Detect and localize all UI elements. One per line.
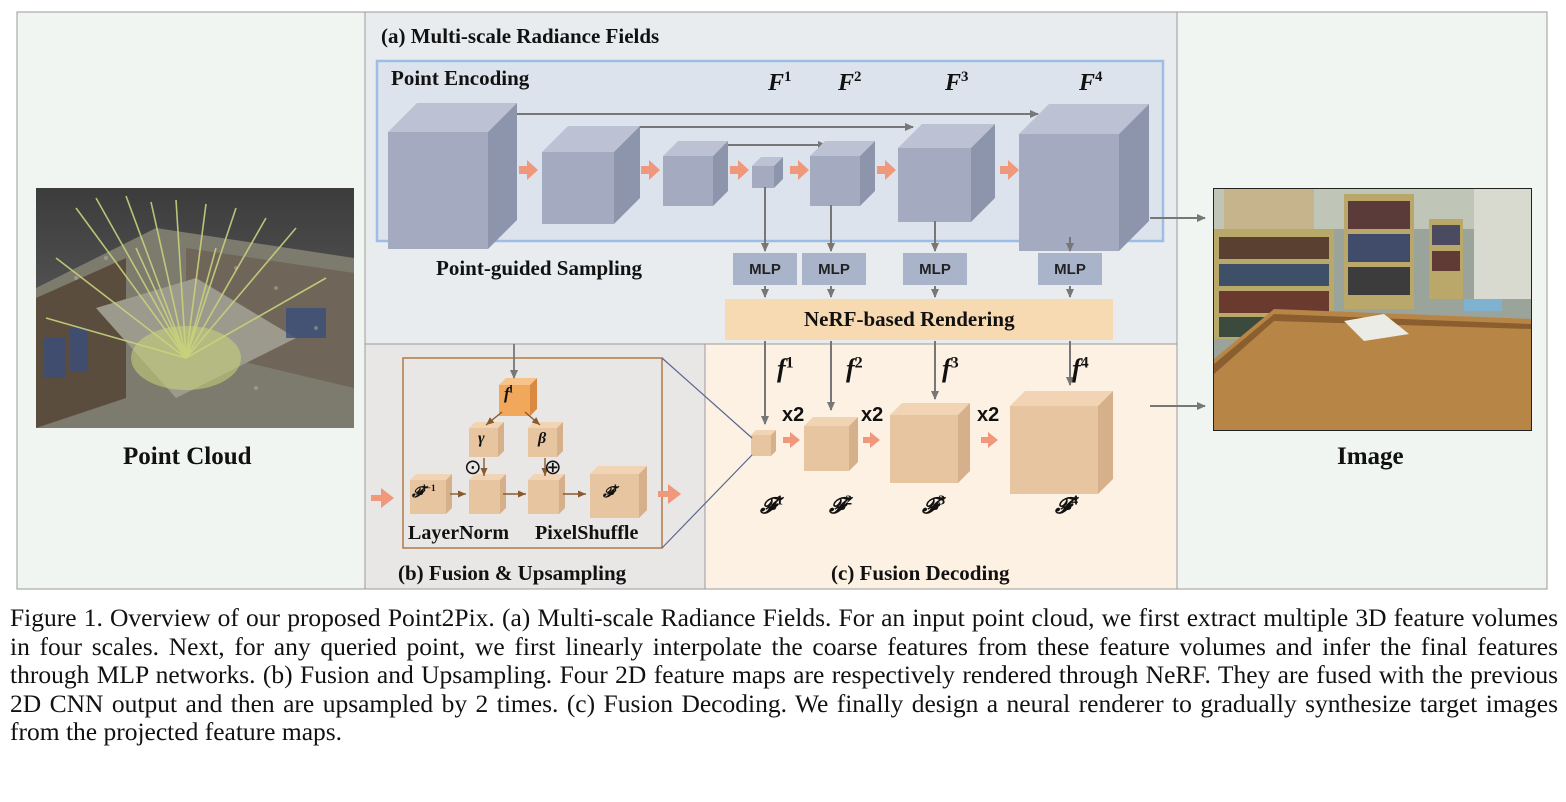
fusion-gamma-cube — [469, 422, 504, 457]
fusion-beta-label: β — [538, 430, 547, 447]
flow-arrow — [783, 432, 800, 448]
output-image — [1213, 188, 1532, 431]
feature-volume-label-4: F4 — [1079, 69, 1103, 96]
encoder-cubes — [388, 103, 1149, 251]
flow-arrow — [877, 160, 896, 180]
encoder-cube-4 — [752, 157, 783, 188]
encoder-cube-6 — [898, 124, 995, 222]
mlp-box-2: MLP — [802, 253, 866, 285]
flow-arrow — [519, 160, 538, 180]
pixelshuffle-label: PixelShuffle — [535, 522, 639, 544]
nerf-output-arrows — [761, 341, 1074, 425]
figure-diagram — [16, 11, 1548, 590]
fusion-zoom-line-top — [661, 357, 753, 439]
fusion-gamma-label: γ — [478, 430, 485, 447]
fused-map-label-4: 𝓕4 — [1055, 492, 1079, 518]
point-cloud-image — [36, 188, 354, 428]
fusion-mid-cube-2 — [528, 474, 565, 514]
flow-arrow — [863, 432, 880, 448]
fusion-out-arrow — [658, 484, 681, 504]
flow-arrow — [730, 160, 749, 180]
fusion-f-l-label: fl — [504, 384, 513, 403]
point-cloud-rendering — [36, 188, 354, 428]
fusion-odot-symbol: ⊙ — [464, 455, 482, 479]
encoder-cube-2 — [542, 126, 640, 224]
decoder-cube-1 — [751, 430, 776, 456]
fused-map-label-3: 𝓕3 — [922, 492, 946, 518]
fusion-oplus-symbol: ⊕ — [544, 455, 562, 479]
figure-caption: Figure 1. Overview of our proposed Point… — [10, 603, 1558, 747]
rendered-map-label-1: f1 — [777, 354, 794, 383]
fusion-Fprev-cube — [410, 474, 452, 514]
feature-volume-label-1: F1 — [768, 69, 792, 96]
upsample-x2-label-3: x2 — [977, 404, 1000, 426]
fusion-block-frame — [402, 357, 663, 549]
panel-b-title: (b) Fusion & Upsampling — [398, 561, 627, 585]
fused-map-label-2: 𝓕2 — [829, 492, 853, 518]
nerf-rendering-bar — [725, 299, 1113, 340]
nerf-rendering-label: NeRF-based Rendering — [804, 307, 1015, 331]
sampling-arrows — [761, 187, 1074, 298]
flow-arrow — [790, 160, 809, 180]
mlp-box-4: MLP — [1038, 253, 1102, 285]
figure: (a) Multi-scale Radiance Fields Point En… — [16, 11, 1548, 590]
fusion-internal-arrows — [450, 411, 586, 498]
fusion-F-prev-label: 𝓕l−1 — [412, 484, 436, 501]
fused-map-label-1: 𝓕1 — [760, 492, 784, 518]
encoder-cube-7 — [1019, 104, 1149, 251]
point-guided-sampling-label: Point-guided Sampling — [436, 256, 642, 280]
fusion-beta-cube — [528, 422, 563, 457]
fusion-f-l-cube — [499, 378, 537, 416]
fusion-Fl-cube — [590, 466, 647, 518]
decoder-flow-arrows — [783, 432, 998, 448]
encoder-cube-3 — [663, 141, 728, 206]
fusion-zoom-line-bottom — [661, 454, 753, 549]
rendered-map-label-4: f4 — [1072, 354, 1089, 383]
flow-arrow — [981, 432, 998, 448]
office-photo-rendering — [1214, 189, 1531, 430]
panel-c-title: (c) Fusion Decoding — [831, 561, 1010, 585]
rendered-map-label-3: f3 — [942, 354, 959, 383]
mlp-box-3: MLP — [903, 253, 967, 285]
upsample-x2-label-1: x2 — [782, 404, 805, 426]
fusion-F-l-label: 𝓕l — [603, 484, 617, 501]
fusion-mid-cube-1 — [469, 474, 506, 514]
fusion-block-cubes — [410, 378, 647, 518]
decoder-cube-2 — [804, 417, 858, 471]
upsample-x2-label-2: x2 — [861, 404, 884, 426]
encoder-cube-5 — [810, 141, 875, 206]
flow-arrow — [641, 160, 660, 180]
point-encoding-label: Point Encoding — [391, 66, 530, 90]
mlp-box-1: MLP — [733, 253, 797, 285]
decoder-cube-3 — [890, 403, 970, 483]
image-label: Image — [1337, 443, 1404, 470]
decoder-cube-4 — [1010, 391, 1113, 494]
panel-a-title: (a) Multi-scale Radiance Fields — [381, 24, 660, 48]
feature-volume-label-3: F3 — [945, 69, 969, 96]
fusion-in-arrow — [371, 488, 394, 508]
decoder-cubes — [751, 391, 1113, 494]
feature-volume-label-2: F2 — [838, 69, 862, 96]
rendered-map-label-2: f2 — [846, 354, 863, 383]
encoder-flow-arrows — [519, 160, 1019, 180]
flow-arrow — [1000, 160, 1019, 180]
layernorm-label: LayerNorm — [408, 522, 510, 544]
point-cloud-label: Point Cloud — [123, 443, 252, 470]
encoder-cube-1 — [388, 103, 517, 249]
